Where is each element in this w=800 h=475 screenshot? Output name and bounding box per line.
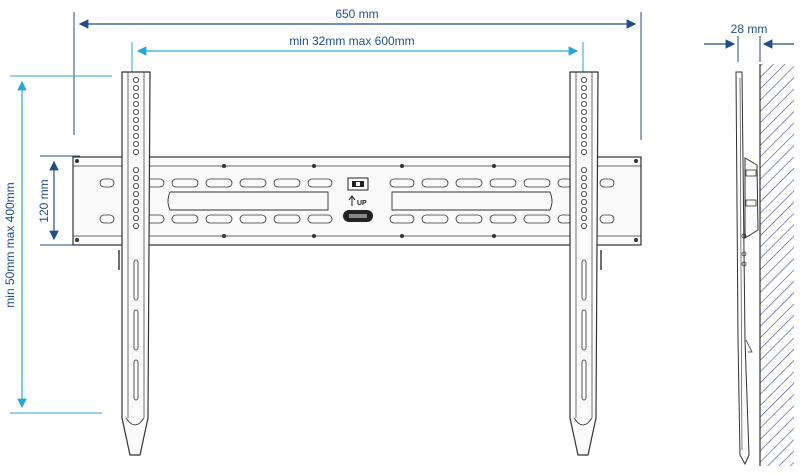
up-arrow-icon: [348, 195, 356, 206]
slot-row-bottom: [99, 214, 615, 224]
side-profile-view: 28 mm: [704, 22, 794, 466]
bracket-spacing-label: min 32mm max 600mm: [289, 34, 414, 48]
bubble-level-icon: [347, 177, 369, 191]
overall-width-dimension: 650 mm: [73, 7, 642, 140]
right-vertical-bracket: [569, 71, 602, 456]
profile-depth-label: 28 mm: [731, 22, 768, 36]
wall-plate: [72, 156, 642, 246]
rail-height-label: 120 mm: [37, 179, 51, 222]
brand-logo-icon: [343, 210, 373, 222]
screw-holes: [75, 159, 638, 242]
right-bracket-holes: [581, 77, 588, 401]
vertical-range-dimension: min 50mm max 400mm: [3, 75, 112, 414]
left-vertical-bracket: [118, 71, 151, 456]
bracket-spacing-dimension: min 32mm max 600mm: [131, 34, 584, 75]
left-bracket-holes: [132, 77, 139, 401]
vertical-range-label: min 50mm max 400mm: [3, 182, 17, 307]
wall-hatch: [760, 64, 794, 466]
overall-width-label: 650 mm: [335, 7, 378, 21]
center-badge: UP: [343, 177, 373, 222]
up-label: UP: [357, 200, 367, 207]
profile-depth-dimension: 28 mm: [704, 22, 794, 62]
